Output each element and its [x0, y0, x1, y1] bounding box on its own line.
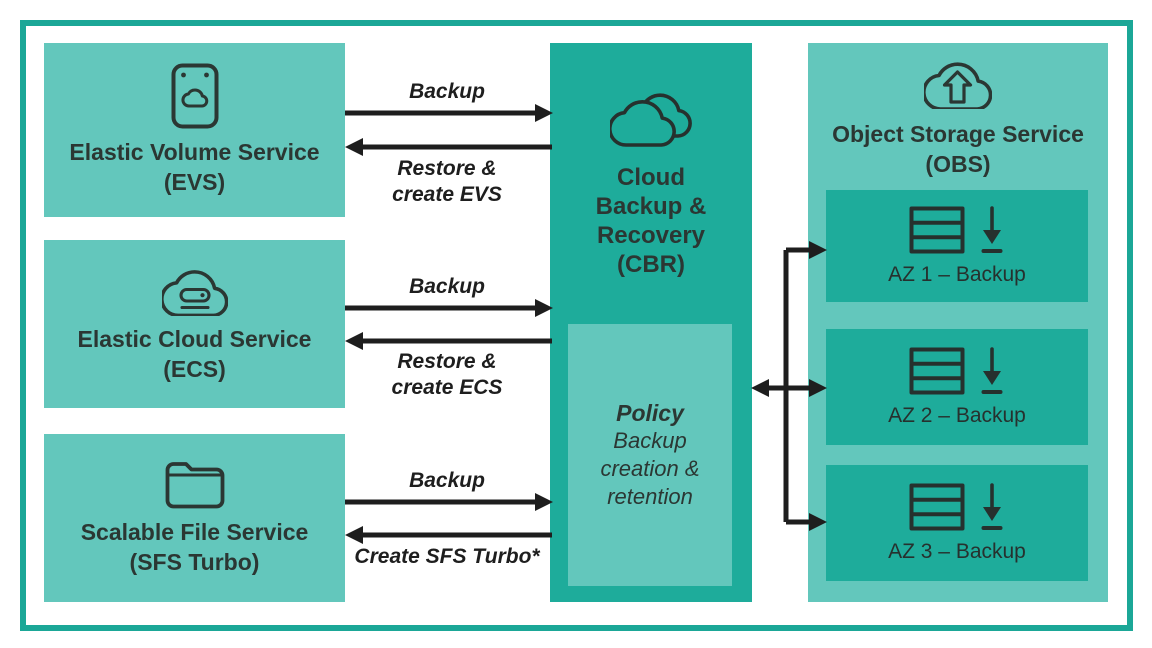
storage-stack-icon — [909, 347, 965, 395]
az1-icons — [909, 206, 1005, 254]
edge-label-ecs-backup: Backup — [409, 275, 485, 298]
az2-icons — [909, 347, 1005, 395]
edge-label-ecs-restore-line2: create ECS — [391, 376, 503, 399]
node-cbr-line2: Backup & — [595, 193, 707, 220]
node-policy-line3: retention — [607, 484, 693, 509]
edge-label-evs-restore-line1: Restore & — [397, 157, 497, 180]
node-az3: AZ 3 – Backup — [826, 465, 1088, 581]
node-obs: Object Storage Service (OBS) AZ 1 – Back… — [808, 43, 1108, 602]
storage-stack-icon — [909, 483, 965, 531]
node-sfs-line2: (SFS Turbo) — [129, 549, 260, 575]
node-cbr-line4: (CBR) — [617, 251, 685, 278]
az3-icons — [909, 483, 1005, 531]
diagram-border-frame — [20, 20, 1133, 631]
node-cbr-line1: Cloud — [617, 164, 685, 191]
node-evs-line1: Elastic Volume Service — [69, 139, 320, 165]
node-ecs-line1: Elastic Cloud Service — [77, 326, 312, 352]
download-icon — [979, 206, 1005, 254]
edge-label-evs-restore-line2: create EVS — [392, 183, 502, 206]
node-evs: Elastic Volume Service (EVS) — [44, 43, 345, 217]
node-az1: AZ 1 – Backup — [826, 190, 1088, 302]
double-cloud-icon — [610, 85, 692, 147]
edge-label-evs-restore: Restore & create EVS — [392, 156, 502, 208]
edge-label-ecs-restore-line1: Restore & — [397, 350, 497, 373]
node-ecs: Elastic Cloud Service (ECS) — [44, 240, 345, 408]
node-cbr-line3: Recovery — [596, 222, 706, 249]
volume-disk-icon — [171, 63, 219, 129]
node-az2-label: AZ 2 – Backup — [888, 403, 1026, 427]
node-obs-line2: (OBS) — [925, 151, 991, 177]
folder-icon — [165, 459, 225, 509]
node-policy-line2: creation & — [600, 456, 700, 481]
edge-label-sfs-backup: Backup — [409, 469, 485, 492]
edge-label-evs-backup: Backup — [409, 80, 485, 103]
cloud-upload-icon — [924, 57, 992, 109]
node-sfs-title: Scalable File Service (SFS Turbo) — [81, 517, 309, 577]
node-az1-label: AZ 1 – Backup — [888, 262, 1026, 286]
node-evs-title: Elastic Volume Service (EVS) — [69, 137, 319, 197]
node-obs-title: Object Storage Service (OBS) — [832, 119, 1084, 179]
download-icon — [979, 347, 1005, 395]
node-policy: Policy Backup creation & retention — [568, 324, 732, 586]
node-az2: AZ 2 – Backup — [826, 329, 1088, 445]
node-sfs-line1: Scalable File Service — [80, 519, 309, 545]
node-ecs-line2: (ECS) — [163, 356, 226, 382]
node-policy-title: Policy — [616, 400, 684, 426]
cloud-server-icon — [162, 264, 228, 316]
node-az3-label: AZ 3 – Backup — [888, 539, 1026, 563]
edge-label-sfs-create: Create SFS Turbo* — [354, 545, 540, 568]
download-icon — [979, 483, 1005, 531]
storage-stack-icon — [909, 206, 965, 254]
edge-label-ecs-restore: Restore & create ECS — [392, 349, 503, 401]
node-policy-line1: Backup — [613, 428, 687, 453]
node-obs-line1: Object Storage Service — [832, 121, 1084, 147]
node-cbr: Cloud Backup & Recovery (CBR) Policy Bac… — [550, 43, 752, 602]
node-evs-line2: (EVS) — [163, 169, 226, 195]
node-ecs-title: Elastic Cloud Service (ECS) — [78, 324, 312, 384]
node-cbr-title: Cloud Backup & Recovery (CBR) — [596, 163, 707, 279]
node-sfs: Scalable File Service (SFS Turbo) — [44, 434, 345, 602]
